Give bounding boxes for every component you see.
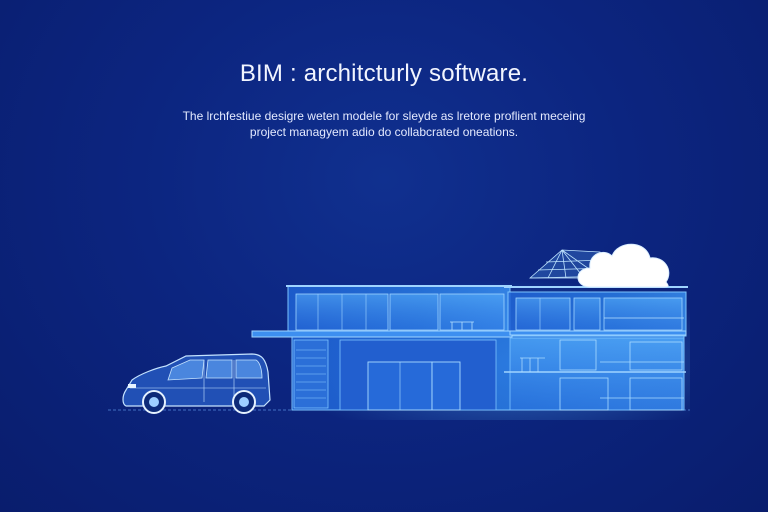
cloud-icon	[577, 243, 670, 288]
car-icon	[122, 353, 271, 414]
page-title: BIM : architcturly software.	[239, 60, 529, 87]
subtitle-line-2: project managyem adio do collabcrated on…	[249, 125, 519, 139]
subtitle-line-1: The lrchfestiue desigre weten modele for…	[182, 109, 586, 123]
building-icon	[251, 280, 690, 420]
page-subtitle: The lrchfestiue desigre weten modele for…	[0, 108, 768, 140]
